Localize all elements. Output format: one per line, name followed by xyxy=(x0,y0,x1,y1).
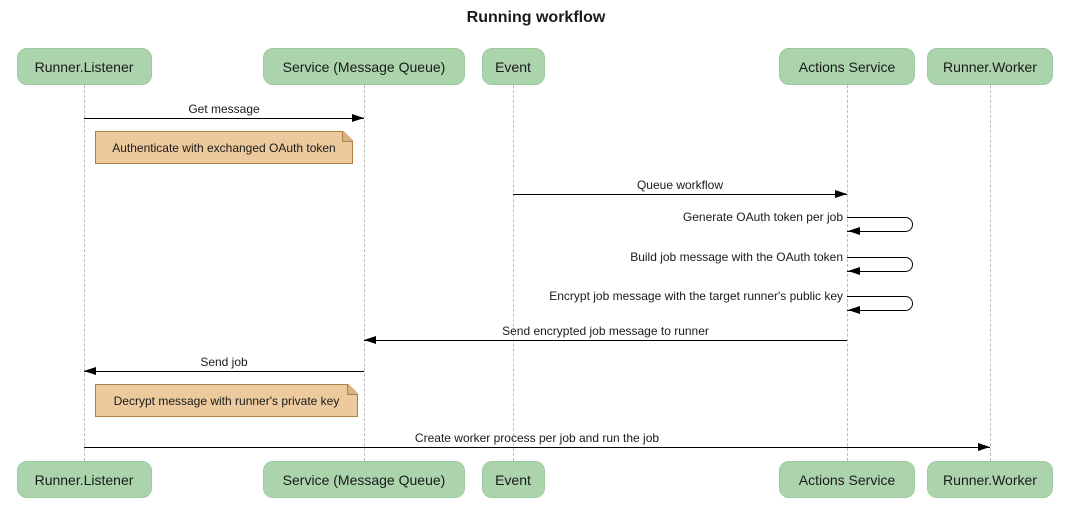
arrowhead-icon xyxy=(352,114,364,122)
self-message-label: Encrypt job message with the target runn… xyxy=(549,289,843,303)
message-line xyxy=(364,340,847,341)
message-label: Send encrypted job message to runner xyxy=(502,324,709,338)
participant-label: Runner.Listener xyxy=(34,58,134,75)
participant-label: Actions Service xyxy=(798,471,896,488)
diagram-title: Running workflow xyxy=(466,9,606,26)
message-line xyxy=(84,447,990,448)
participant-bottom: Runner.Listener xyxy=(16,461,152,498)
participant-bottom: Event xyxy=(481,461,545,498)
lifeline xyxy=(513,85,514,461)
participant-bottom: Service (Message Queue) xyxy=(263,461,465,498)
participant-label: Actions Service xyxy=(798,58,896,75)
self-message-label: Generate OAuth token per job xyxy=(682,210,843,224)
self-loop xyxy=(847,217,913,232)
participant-top: Actions Service xyxy=(779,48,915,85)
self-loop xyxy=(847,257,913,272)
lifeline xyxy=(847,85,848,461)
participant-label: Runner.Worker xyxy=(943,471,1037,488)
participant-top: Event xyxy=(481,48,545,85)
message-line xyxy=(84,371,364,372)
participant-bottom: Runner.Worker xyxy=(927,461,1053,498)
participant-label: Event xyxy=(495,58,531,75)
participant-label: Runner.Worker xyxy=(943,58,1037,75)
note: Authenticate with exchanged OAuth token xyxy=(95,131,353,164)
arrowhead-icon xyxy=(848,266,860,275)
arrowhead-icon xyxy=(835,190,847,198)
message-line xyxy=(513,194,847,195)
participant-top: Runner.Worker xyxy=(927,48,1053,85)
lifeline xyxy=(84,85,85,461)
note: Decrypt message with runner's private ke… xyxy=(95,384,358,417)
participant-top: Service (Message Queue) xyxy=(263,48,465,85)
lifeline xyxy=(990,85,991,461)
participant-bottom: Actions Service xyxy=(779,461,915,498)
message-label: Create worker process per job and run th… xyxy=(414,431,660,445)
message-line xyxy=(84,118,364,119)
participant-label: Event xyxy=(495,471,531,488)
arrowhead-icon xyxy=(848,226,860,235)
self-message-label: Build job message with the OAuth token xyxy=(630,250,843,264)
message-label: Send job xyxy=(200,355,248,369)
self-loop xyxy=(847,296,913,311)
arrowhead-icon xyxy=(848,305,860,314)
message-label: Queue workflow xyxy=(636,178,724,192)
participant-top: Runner.Listener xyxy=(16,48,152,85)
arrowhead-icon xyxy=(364,336,376,344)
participant-label: Runner.Listener xyxy=(34,471,134,488)
arrowhead-icon xyxy=(978,443,990,451)
message-label: Get message xyxy=(188,102,260,116)
participant-label: Service (Message Queue) xyxy=(282,58,446,75)
participant-label: Service (Message Queue) xyxy=(282,471,446,488)
arrowhead-icon xyxy=(84,367,96,375)
lifeline xyxy=(364,85,365,461)
